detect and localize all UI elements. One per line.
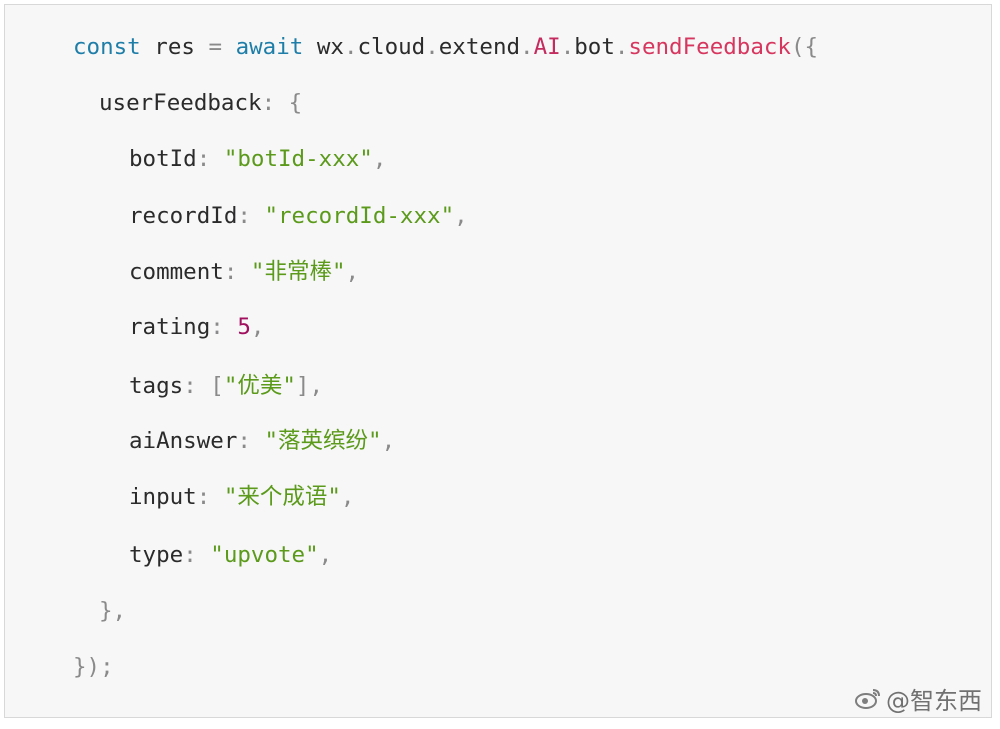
code-token-punct: , [340,484,355,510]
code-line: userFeedback: { [99,83,302,123]
code-token-punct: , [372,146,387,172]
code-token-prop: recordId [129,203,238,229]
code-line: recordId: "recordId-xxx", [129,196,468,236]
code-token-punct: . [343,34,358,60]
code-line: botId: "botId-xxx", [129,139,386,179]
code-token-keyword: await [235,34,304,60]
code-line: }, [99,591,126,631]
code-token-punct: ({ [790,34,819,60]
code-token-ident: extend [438,34,521,60]
code-line: }); [73,647,114,687]
code-token-prop: comment [129,259,224,285]
code-token-punct: , [381,428,396,454]
watermark: @智东西 [854,681,982,715]
code-token-prop: aiAnswer [129,428,238,454]
code-token-punct: . [614,34,629,60]
code-token-punct: . [425,34,439,60]
code-token-string: "优美" [223,373,296,399]
watermark-text: @智东西 [886,686,982,715]
code-token-number: 5 [237,314,251,340]
code-token-string: "非常棒" [250,259,346,285]
code-line: aiAnswer: "落英缤纷", [129,421,395,461]
code-token-ident: wx [303,34,344,60]
code-token-keyword: const [73,34,141,60]
code-token-punct: : [210,314,238,340]
code-token-punct: : [196,484,224,510]
code-token-ident: res [140,34,209,60]
code-token-ident: bot [574,34,615,60]
code-token-punct: . [560,34,575,60]
code-token-string: "落英缤纷" [264,428,382,454]
code-token-string: "upvote" [210,542,319,568]
code-token-prop: input [129,484,197,510]
code-token-punct: , [454,203,468,229]
code-token-string: "botId-xxx" [223,146,373,172]
code-token-punct: : [196,146,224,172]
code-token-punct: , [345,259,360,285]
code-token-punct: = [208,34,236,60]
weibo-icon [854,687,882,709]
code-line: rating: 5, [129,307,264,347]
code-token-ident: cloud [357,34,426,60]
code-token-punct: , [250,314,265,340]
code-token-prop: tags [129,373,184,399]
code-line: input: "来个成语", [129,477,354,517]
code-token-prop: type [129,542,184,568]
code-token-prop: userFeedback [99,90,262,116]
code-token-string: "来个成语" [223,484,341,510]
code-token-punct: : [223,259,251,285]
code-block: const res = await wx.cloud.extend.AI.bot… [4,4,992,718]
code-token-punct: }); [73,654,114,680]
code-line: type: "upvote", [129,535,332,575]
code-token-string: "recordId-xxx" [264,203,455,229]
code-token-prop: rating [129,314,211,340]
code-token-prop: botId [129,146,197,172]
code-token-punct: . [520,34,534,60]
code-token-punct: : { [261,90,303,116]
code-token-punct: : [ [183,373,224,399]
code-token-method: sendFeedback [628,34,791,60]
code-line: comment: "非常棒", [129,252,359,292]
code-token-punct: : [183,542,211,568]
code-token-punct: : [237,203,265,229]
code-token-punct: : [237,428,265,454]
code-token-class: AI [533,34,561,60]
code-token-punct: }, [99,598,127,624]
code-line: const res = await wx.cloud.extend.AI.bot… [73,27,818,67]
code-line: tags: ["优美"], [129,366,323,406]
code-token-punct: ], [295,373,324,399]
code-token-punct: , [318,542,333,568]
